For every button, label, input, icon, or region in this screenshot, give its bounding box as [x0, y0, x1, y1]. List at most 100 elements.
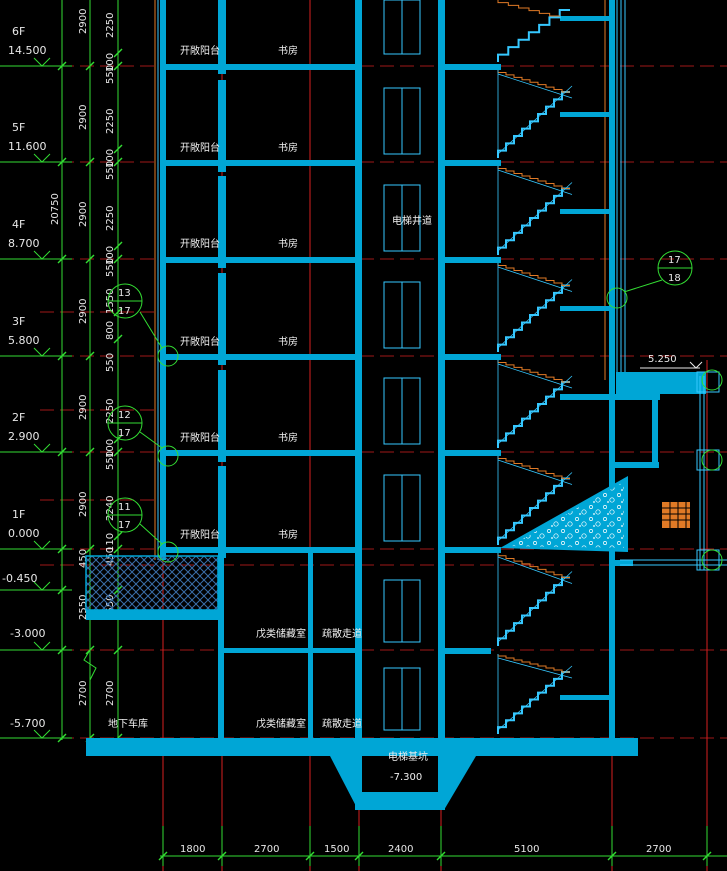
dim-b2b: 2700 [105, 681, 116, 706]
room-study-6f: 书房 [278, 44, 298, 57]
callout-4-top: 17 [668, 255, 681, 266]
dim-2f: 2900 [78, 395, 89, 420]
stair-flight-orange [497, 263, 570, 286]
stair-stringer [497, 169, 573, 195]
dim-b2a: 2700 [78, 681, 89, 706]
room-study-2f: 书房 [278, 431, 298, 444]
dim-1f: 2900 [78, 492, 89, 517]
stair-stringer [497, 665, 573, 731]
bottom-dim-5: 5100 [514, 844, 539, 855]
dim-4f: 2900 [78, 202, 89, 227]
stair-stringer [497, 571, 573, 643]
level-2f-label: 2F [12, 411, 25, 424]
dimension-texts-left: 20750 2900 2900 2900 2900 2900 2900 450 … [50, 9, 116, 706]
stair-flight-cyan [497, 671, 570, 734]
level-markers [0, 57, 72, 739]
level-4f-elev: 8.700 [8, 237, 40, 250]
room-corridor-b2: 疏散走道 [322, 717, 362, 730]
stair-stringer [497, 279, 573, 349]
vent-louver [662, 502, 690, 528]
structure [86, 0, 706, 810]
stair-flight-cyan [497, 576, 570, 646]
room-study-5f: 书房 [278, 141, 298, 154]
stair-stringer [497, 182, 573, 252]
dim-3f: 2900 [78, 299, 89, 324]
level-minus57: -5.700 [10, 717, 45, 730]
room-garage: 地下车库 [108, 717, 148, 730]
room-study-1f: 书房 [278, 528, 298, 541]
stair-stringer [497, 556, 573, 584]
callout-1-bottom: 17 [118, 306, 131, 317]
bottom-dim-4: 2400 [388, 844, 413, 855]
dim-6f: 2900 [78, 9, 89, 34]
stair-stringer [497, 375, 573, 445]
dim-6f-b: 100 [105, 53, 116, 72]
dim-2f-a: 2250 [105, 399, 116, 424]
room-elevator-shaft: 电梯井道 [392, 214, 432, 227]
dim-5f-c: 550 [105, 161, 116, 180]
detail-callouts [107, 250, 723, 571]
bottom-dimension-chain [158, 826, 727, 866]
dim-4f-a: 2250 [105, 206, 116, 231]
stair-flight-orange [497, 0, 560, 17]
stair-flight-cyan [497, 9, 570, 62]
stair-stringer [497, 363, 573, 389]
dim-5f: 2900 [78, 105, 89, 130]
stair-flight-orange [497, 166, 570, 189]
stair-flights [497, 0, 573, 734]
dim-1f-b: 110 [105, 533, 116, 552]
stair-stringer [497, 459, 573, 485]
room-study-3f: 书房 [278, 335, 298, 348]
callout-3-bottom: 17 [118, 520, 131, 531]
stair-stringer [497, 472, 573, 542]
stair-stringer [497, 73, 573, 99]
level-6f-label: 6F [12, 25, 25, 38]
room-balcony-1f: 开敞阳台 [180, 528, 220, 541]
stair-flight-cyan [497, 477, 570, 545]
stair-stringer [497, 657, 573, 679]
dim-1f-a: 2240 [105, 496, 116, 521]
facade-lines [154, 0, 626, 560]
stair-flight-orange [497, 553, 570, 578]
dim-6f-a: 2250 [105, 13, 116, 38]
room-storage-b2: 戊类储藏室 [256, 717, 306, 730]
room-balcony-4f: 开敞阳台 [180, 237, 220, 250]
stair-flight-cyan [497, 284, 570, 352]
dim-total: 20750 [50, 193, 61, 225]
level-5f-label: 5F [12, 121, 25, 134]
dim-4f-b: 100 [105, 246, 116, 265]
room-balcony-6f: 开敞阳台 [180, 44, 220, 57]
level-6f-elev: 14.500 [8, 44, 47, 57]
dim-3f-c: 550 [105, 353, 116, 372]
stair-flight-orange [497, 456, 570, 479]
stair-flight-orange [497, 360, 570, 383]
level-4f-label: 4F [12, 218, 25, 231]
level-minus3: -3.000 [10, 627, 45, 640]
level-3f-elev: 5.800 [8, 334, 40, 347]
room-balcony-2f: 开敞阳台 [180, 431, 220, 444]
stair-flight-orange [497, 70, 570, 93]
room-lift-pit: 电梯基坑 [388, 750, 428, 763]
right-facade [620, 361, 727, 571]
dim-plinth: 450 [78, 549, 89, 568]
callout-2-top: 12 [118, 410, 131, 421]
callout-1-top: 13 [118, 288, 131, 299]
dim-5f-b: 100 [105, 149, 116, 168]
stair-stringer [497, 266, 573, 292]
callout-3-top: 11 [118, 502, 131, 513]
callout-4-bottom: 18 [668, 273, 681, 284]
level-1f-label: 1F [12, 508, 25, 521]
room-balcony-5f: 开敞阳台 [180, 141, 220, 154]
dim-b1a: 2550 [78, 595, 89, 620]
room-study-4f: 书房 [278, 237, 298, 250]
stair-stringer [497, 85, 573, 155]
stair-flight-cyan [497, 91, 570, 158]
dim-4f-c: 550 [105, 258, 116, 277]
dim-3f-b: 800 [105, 321, 116, 340]
dim-6f-c: 550 [105, 65, 116, 84]
bottom-dim-3: 1500 [324, 844, 349, 855]
room-labels: 开敞阳台 书房 开敞阳台 书房 开敞阳台 书房 开敞阳台 书房 开敞阳台 书房 … [108, 44, 432, 783]
room-storage-b1: 戊类储藏室 [256, 627, 306, 640]
room-lift-pit-elev: -7.300 [390, 772, 422, 783]
